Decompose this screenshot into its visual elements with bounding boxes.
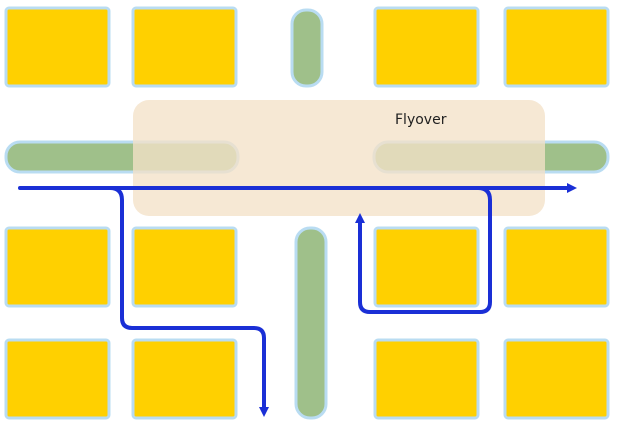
flyover: Flyover (133, 100, 545, 216)
route-u-turn-arrow (355, 186, 492, 314)
city-block (503, 6, 610, 88)
city-block (373, 226, 480, 308)
city-block (4, 226, 111, 308)
flyover-label: Flyover (395, 112, 447, 128)
city-block (503, 338, 610, 420)
city-block (131, 338, 238, 420)
route-turn-down-arrow (108, 186, 269, 417)
city-block (4, 6, 111, 88)
city-blocks (4, 6, 610, 420)
flyover-deck (133, 100, 545, 216)
city-block (131, 226, 238, 308)
city-block (373, 6, 480, 88)
city-block (373, 338, 480, 420)
city-block (4, 338, 111, 420)
routes (18, 183, 577, 417)
median-vertical-bottom (294, 226, 328, 420)
city-block (131, 6, 238, 88)
median-vertical-top (290, 8, 324, 88)
city-block (503, 226, 610, 308)
